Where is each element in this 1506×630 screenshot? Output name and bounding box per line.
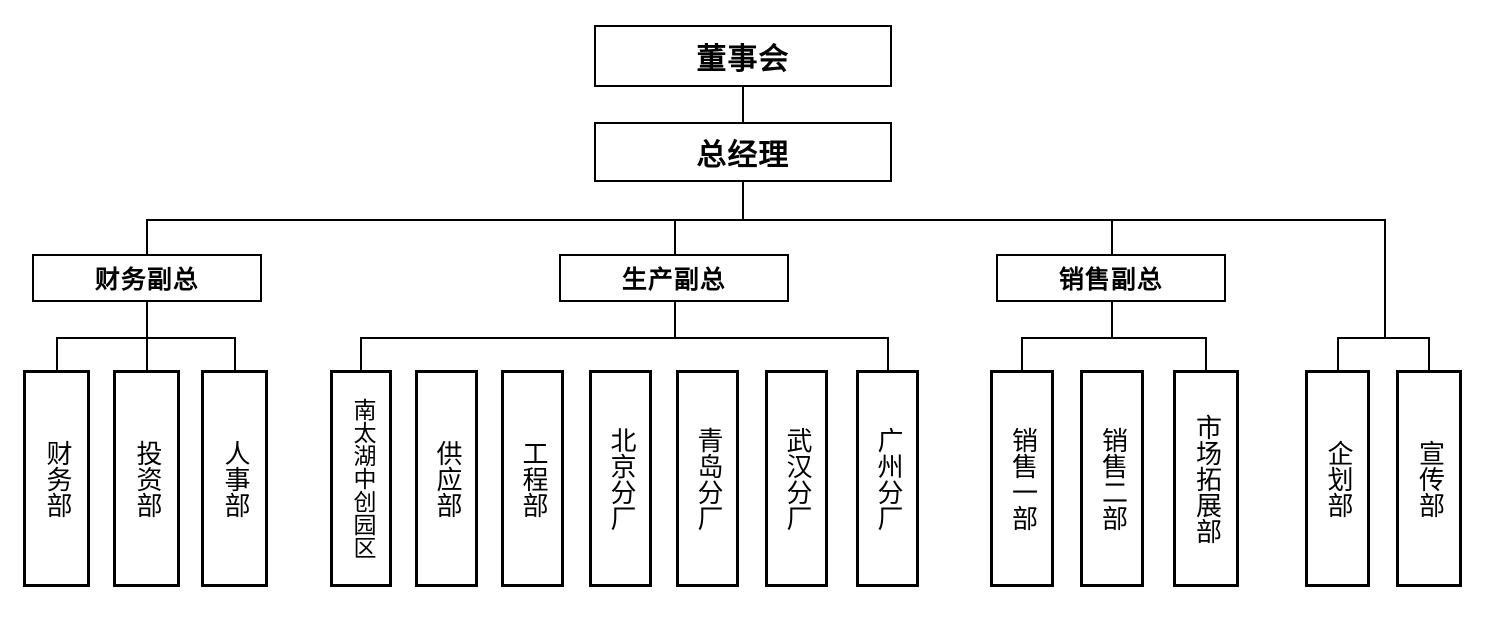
connector-trunk-drop-finance <box>146 219 148 254</box>
node-general-manager[interactable]: 总经理 <box>594 122 892 182</box>
connector-finance-drop-2 <box>234 337 236 370</box>
connector-trunk-drop-production <box>674 219 676 254</box>
node-vp-finance[interactable]: 财务副总 <box>32 254 262 302</box>
leaf-wuhan-branch[interactable]: 武汉分厂 <box>765 370 828 587</box>
leaf-guangzhou-branch[interactable]: 广州分厂 <box>856 370 919 587</box>
leaf-nantaihu-park[interactable]: 南太湖中创园区 <box>330 370 392 587</box>
connector-sales-drop-2 <box>1205 337 1207 370</box>
connector-production-drop-0 <box>360 337 362 370</box>
leaf-label: 财务部 <box>42 439 73 518</box>
connector-trunk-drop-sales <box>1111 219 1113 254</box>
leaf-label: 南太湖中创园区 <box>348 398 375 559</box>
connector-finance-stem <box>146 302 148 337</box>
node-vp-finance-label: 财务副总 <box>94 265 199 294</box>
leaf-beijing-branch[interactable]: 北京分厂 <box>589 370 652 587</box>
node-vp-sales-label: 销售副总 <box>1058 265 1163 294</box>
leaf-label: 销售二部 <box>1097 426 1128 531</box>
connector-direct-drop-0 <box>1337 337 1339 370</box>
leaf-investment-dept[interactable]: 投资部 <box>113 370 180 587</box>
connector-finance-drop-1 <box>146 337 148 370</box>
connector-sales-stem <box>1111 302 1113 337</box>
connector-gm-to-trunk <box>742 182 744 219</box>
leaf-hr-dept[interactable]: 人事部 <box>201 370 268 587</box>
leaf-label: 青岛分厂 <box>693 426 724 531</box>
node-board-label: 董事会 <box>696 42 790 77</box>
leaf-finance-dept[interactable]: 财务部 <box>23 370 90 587</box>
node-general-manager-label: 总经理 <box>696 138 790 173</box>
leaf-publicity-dept[interactable]: 宣传部 <box>1396 370 1462 587</box>
leaf-label: 宣传部 <box>1414 439 1445 518</box>
connector-board-to-gm <box>742 87 744 122</box>
leaf-label: 投资部 <box>132 439 163 518</box>
connector-direct-bar <box>1337 337 1430 339</box>
connector-production-drop-6 <box>887 337 889 370</box>
leaf-label: 企划部 <box>1323 439 1354 518</box>
connector-trunk-bar <box>146 219 1386 221</box>
leaf-label: 武汉分厂 <box>782 426 813 531</box>
connector-production-stem <box>674 302 676 337</box>
node-board[interactable]: 董事会 <box>594 25 892 87</box>
leaf-planning-dept[interactable]: 企划部 <box>1305 370 1370 587</box>
connector-sales-bar <box>1021 337 1207 339</box>
node-vp-sales[interactable]: 销售副总 <box>996 254 1226 302</box>
leaf-label: 供应部 <box>432 439 463 518</box>
leaf-qingdao-branch[interactable]: 青岛分厂 <box>676 370 739 587</box>
leaf-supply-dept[interactable]: 供应部 <box>415 370 478 587</box>
leaf-label: 工程部 <box>518 439 549 518</box>
leaf-label: 人事部 <box>220 439 251 518</box>
leaf-label: 广州分厂 <box>873 426 904 531</box>
connector-finance-bar <box>56 337 235 339</box>
leaf-market-development-dept[interactable]: 市场拓展部 <box>1173 370 1239 587</box>
connector-direct-drop-1 <box>1428 337 1430 370</box>
connector-sales-drop-0 <box>1021 337 1023 370</box>
node-vp-production[interactable]: 生产副总 <box>559 254 789 302</box>
connector-trunk-drop-direct <box>1384 219 1386 337</box>
leaf-sales-dept-1[interactable]: 销售一部 <box>990 370 1054 587</box>
connector-production-bar <box>360 337 888 339</box>
leaf-engineering-dept[interactable]: 工程部 <box>501 370 564 587</box>
leaf-label: 市场拓展部 <box>1191 413 1222 544</box>
connector-finance-drop-0 <box>56 337 58 370</box>
leaf-label: 北京分厂 <box>606 426 637 531</box>
node-vp-production-label: 生产副总 <box>621 265 726 294</box>
leaf-sales-dept-2[interactable]: 销售二部 <box>1080 370 1144 587</box>
leaf-label: 销售一部 <box>1007 426 1038 531</box>
